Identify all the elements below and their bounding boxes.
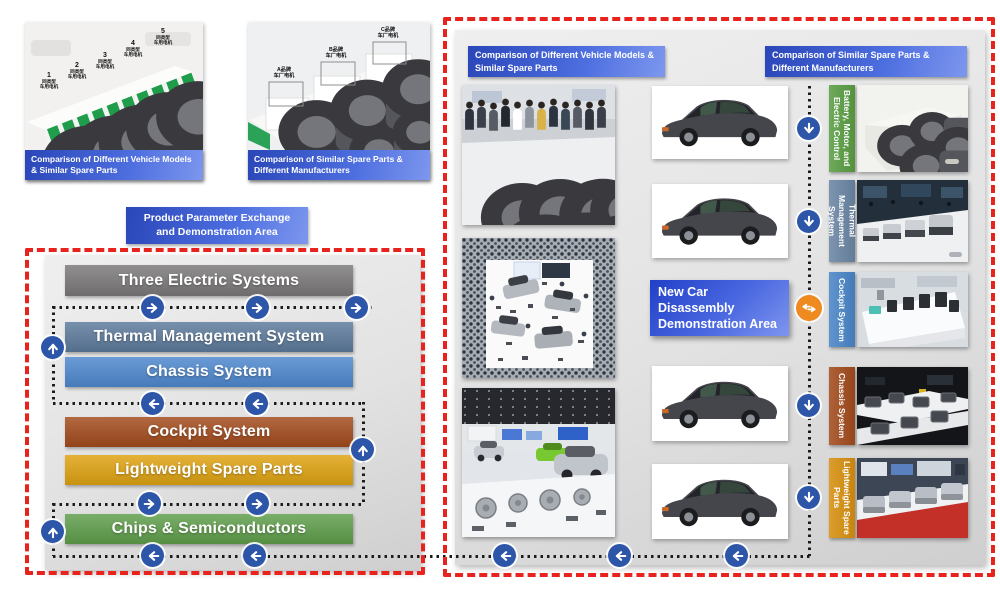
bar-chips-semiconductors: Chips & Semiconductors [65,514,353,544]
arrow-right-icon [345,296,368,319]
arrow-left-icon [245,392,268,415]
arrow-right-icon [138,492,161,515]
row-label-battery-motor-electric-control: Battery, Motor, and Electric Control [829,85,855,172]
row-label-text: Battery, Motor, and Electric Control [832,90,853,167]
photo-visitors-around-motor-display [462,85,615,225]
arrow-up-icon [41,336,64,359]
arrow-left-icon [493,544,516,567]
row-label-lightweight-spare-parts: Lightweight Spare Parts [829,458,855,538]
exchange-arrows-icon [796,295,822,321]
bar-label: Thermal Management System [93,328,325,345]
arrow-right-icon [141,296,164,319]
caption-text: Comparison of Similar Spare Parts & Diff… [254,153,403,175]
photo-new-car-render-2 [652,184,788,258]
photo-thermal-management-display [857,180,968,262]
photo-manufacturers-comparison: A品牌车厂电机 B品牌车厂电机 C品牌车厂电机 Comparison of Si… [248,22,430,180]
arrow-down-icon [797,117,820,140]
header-manufacturers-comparison: Comparison of Similar Spare Parts & Diff… [765,46,967,77]
arrow-left-icon [608,544,631,567]
caption-text: Comparison of Different Vehicle Models &… [31,153,192,175]
header-text: Comparison of Different Vehicle Models &… [475,50,655,73]
exchange-area-title: Product Parameter Exchange and Demonstra… [126,207,308,244]
bar-three-electric-systems: Three Electric Systems [65,265,353,296]
header-text: Comparison of Similar Spare Parts & Diff… [772,50,930,73]
caption-manufacturers-comparison: Comparison of Similar Spare Parts & Diff… [248,150,430,180]
arrow-left-icon [141,392,164,415]
brand-annotation-b: B品牌车厂电机 [325,47,347,59]
arrow-right-icon [246,492,269,515]
row-label-text: Lightweight Spare Parts [832,461,853,535]
header-vehicle-models-comparison: Comparison of Different Vehicle Models &… [468,46,665,77]
arrow-down-icon [797,394,820,417]
arrow-left-icon [141,544,164,567]
arrow-left-icon [725,544,748,567]
photo-exhibition-cars-and-parts [462,388,615,537]
new-car-disassembly-label: New Car Disassembly Demonstration Area [650,280,789,336]
exchange-area-title-text: Product Parameter Exchange and Demonstra… [143,211,291,238]
photo-battery-motor-display [857,85,968,172]
photo-cockpit-system-display [857,272,968,347]
photo-new-car-render-4 [652,464,788,539]
arrow-up-icon [41,520,64,543]
arrow-right-icon [246,296,269,319]
bar-label: Chassis System [146,363,272,380]
arrow-down-icon [797,210,820,233]
dotted-line-third [53,503,363,506]
bar-label: Lightweight Spare Parts [115,461,303,478]
row-label-thermal-management-system: Thermal Management System [826,180,858,262]
photo-new-car-render-1 [652,86,788,159]
photo-lightweight-parts-display [857,458,968,538]
dotted-line-panel-vertical [808,86,811,556]
white-display-stand-illustration: A品牌车厂电机 B品牌车厂电机 C品牌车厂电机 [248,22,430,150]
photo-aerial-disassembly-demo [462,238,615,378]
dotted-line-second [53,402,363,405]
bar-thermal-management-system: Thermal Management System [65,322,353,352]
arrow-up-icon [351,438,374,461]
bar-label: Three Electric Systems [118,271,300,289]
new-car-disassembly-text: New Car Disassembly Demonstration Area [658,284,778,332]
photo-new-car-render-3 [652,366,788,441]
arrow-left-icon [243,544,266,567]
dotted-line-bottom [53,555,810,558]
bar-label: Chips & Semiconductors [111,520,307,537]
photo-chassis-system-display [857,367,968,445]
arrow-down-icon [797,486,820,509]
row-label-text: Chassis System [837,373,848,439]
row-label-cockpit-system: Cockpit System [829,272,855,347]
brand-annotation-a: A品牌车厂电机 [273,67,295,79]
row-label-text: Thermal Management System [826,195,858,247]
brand-annotation-c: C品牌车厂电机 [377,27,399,39]
bar-chassis-system: Chassis System [65,357,353,387]
bar-cockpit-system: Cockpit System [65,417,353,447]
dotted-line-top [53,306,372,309]
bar-label: Cockpit System [147,423,271,440]
row-label-chassis-system: Chassis System [829,367,855,445]
row-label-text: Cockpit System [837,277,848,342]
bar-lightweight-spare-parts: Lightweight Spare Parts [65,455,353,485]
caption-vehicle-models-comparison: Comparison of Different Vehicle Models &… [25,150,203,180]
